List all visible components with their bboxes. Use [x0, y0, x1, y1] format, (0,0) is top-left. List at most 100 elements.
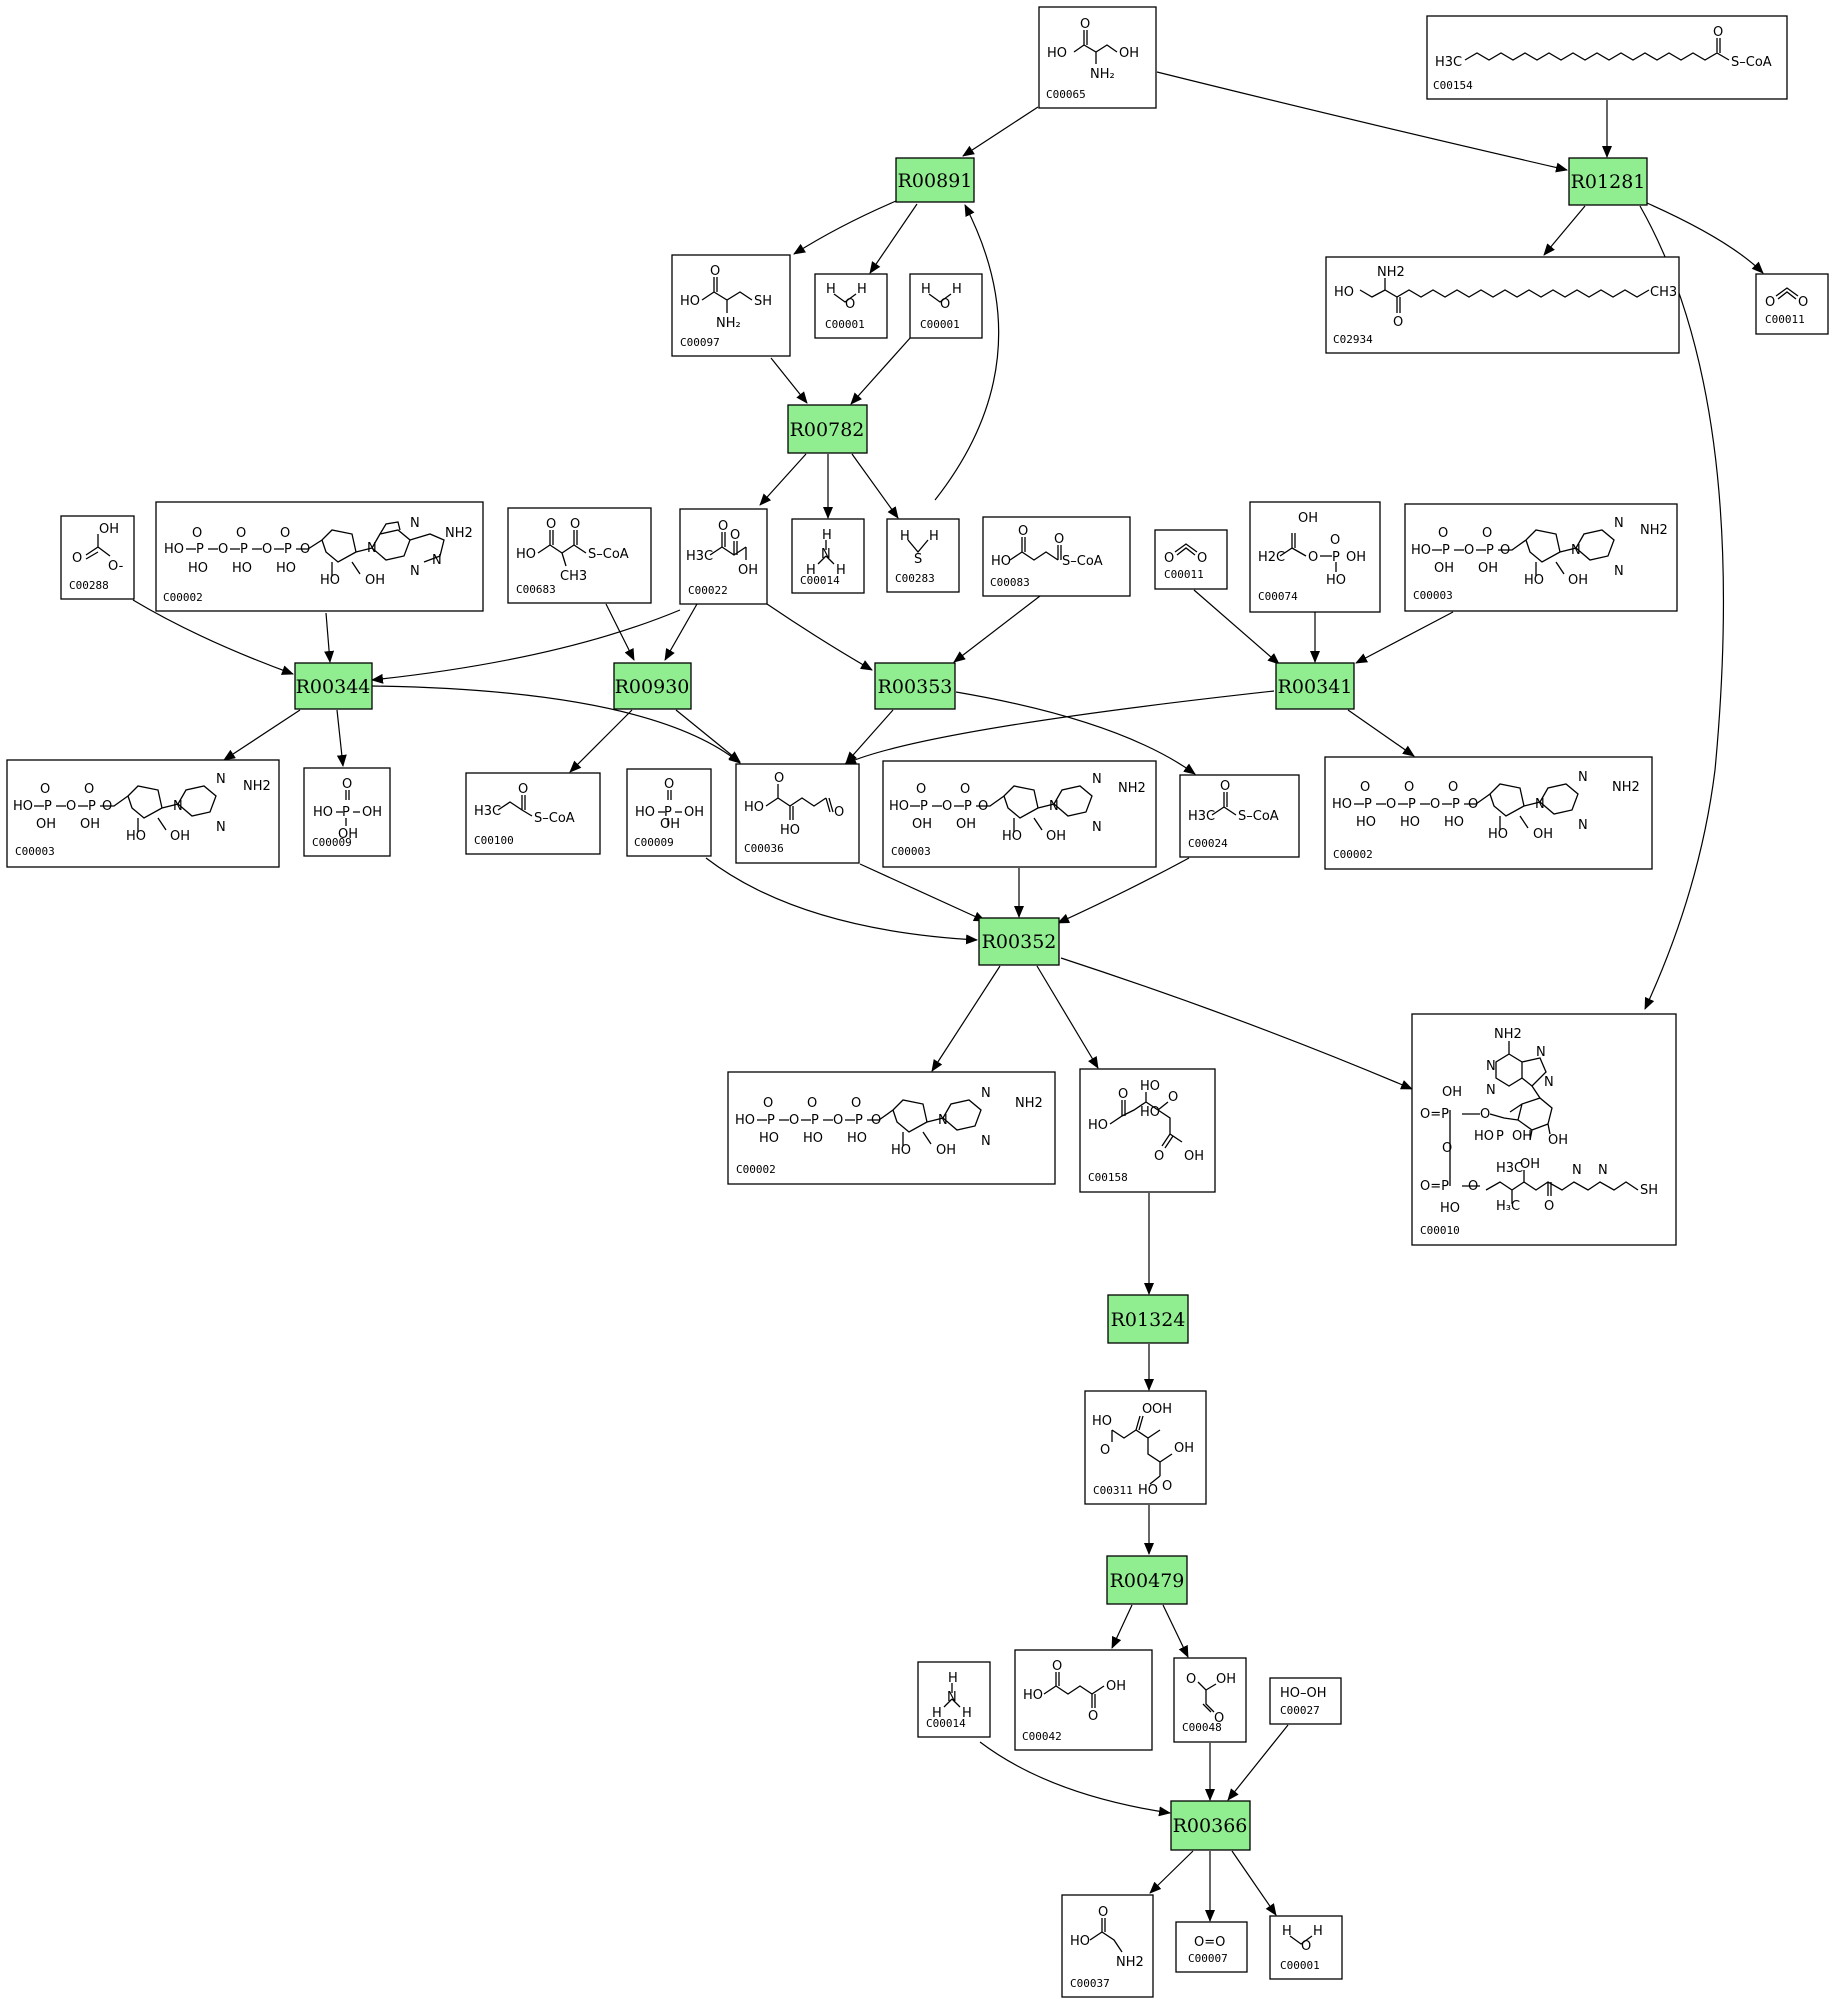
compound-c00158[interactable]: HO O HO O HO O OH C00158: [1079, 1068, 1216, 1193]
reaction-r01324[interactable]: R01324: [1107, 1294, 1189, 1344]
reaction-r00341[interactable]: R00341: [1275, 662, 1355, 710]
compound-c00042[interactable]: HO O OH O C00042: [1014, 1649, 1153, 1751]
svg-text:P: P: [664, 805, 672, 820]
structure: OH H2C O P OH O HO: [1258, 511, 1366, 588]
compound-c00024[interactable]: H3C O S–CoA C00024: [1179, 774, 1300, 858]
svg-text:N: N: [981, 1134, 991, 1149]
reaction-label: R00891: [898, 170, 973, 192]
compound-c00009-a[interactable]: O HO P OH OH C00009: [303, 767, 391, 857]
edge-c00083-r00353: [953, 595, 1041, 663]
structure: O HO P OH OH: [635, 777, 704, 832]
svg-text:O=O: O=O: [1194, 1935, 1225, 1950]
svg-text:HO: HO: [1524, 573, 1544, 588]
compound-c00683[interactable]: HO O O S–CoA CH3 C00683: [507, 507, 652, 604]
reaction-r00344[interactable]: R00344: [294, 662, 373, 710]
compound-c00083[interactable]: HO O O S–CoA C00083: [982, 516, 1131, 597]
reaction-r00366[interactable]: R00366: [1170, 1800, 1251, 1851]
compound-c00154[interactable]: H3C S–CoA O C00154: [1426, 15, 1788, 100]
compound-c00288[interactable]: OH O O- C00288: [60, 515, 135, 600]
svg-text:O: O: [1054, 532, 1064, 547]
compound-id: C00042: [1022, 1730, 1062, 1743]
svg-text:HO: HO: [126, 829, 146, 844]
svg-text:O: O: [1442, 1141, 1452, 1156]
edge-c00683-r00930: [605, 603, 635, 661]
compound-id: C00154: [1433, 79, 1473, 92]
compound-c00283[interactable]: H S H C00283: [886, 518, 960, 593]
structure: H3C O O OH: [686, 519, 758, 578]
edge-r00352-c00158: [1036, 965, 1099, 1069]
svg-text:NH2: NH2: [1640, 523, 1668, 538]
compound-c00014-a[interactable]: H N H H C00014: [791, 518, 865, 594]
reaction-r00352[interactable]: R00352: [978, 917, 1060, 966]
compound-c00036[interactable]: HO O HO O C00036: [735, 763, 860, 864]
svg-text:S–CoA: S–CoA: [1238, 809, 1279, 824]
compound-c00022[interactable]: H3C O O OH C00022: [679, 508, 768, 605]
compound-id: C00283: [895, 572, 935, 585]
svg-text:H3C: H3C: [1435, 55, 1462, 70]
compound-c00007[interactable]: O=O C00007: [1175, 1921, 1248, 1973]
edge-c00024-r00352: [1057, 857, 1190, 924]
svg-text:HO: HO: [1356, 815, 1376, 830]
reaction-label: R00479: [1110, 1570, 1185, 1592]
svg-text:HO: HO: [1138, 1483, 1158, 1498]
reaction-r00782[interactable]: R00782: [787, 404, 868, 454]
compound-c00048[interactable]: O OH O C00048: [1173, 1657, 1247, 1743]
compound-c00001-c[interactable]: H O H C00001: [1269, 1915, 1343, 1980]
svg-text:OH: OH: [956, 817, 976, 832]
compound-id: C00024: [1188, 837, 1228, 850]
svg-text:OH: OH: [738, 563, 758, 578]
svg-text:SH: SH: [1640, 1183, 1658, 1198]
compound-c00001-b[interactable]: H O H C00001: [909, 273, 983, 339]
svg-text:O: O: [546, 517, 556, 532]
svg-text:HO: HO: [735, 1113, 755, 1128]
compound-c00074[interactable]: OH H2C O P OH O HO C00074: [1249, 501, 1381, 613]
svg-text:HO: HO: [780, 823, 800, 838]
compound-c02934[interactable]: NH2 HO O CH3 C02934: [1325, 256, 1680, 354]
structure: HO O O S–CoA CH3: [516, 517, 629, 584]
compound-c00100[interactable]: H3C O S–CoA C00100: [465, 772, 601, 855]
compound-c00027[interactable]: HO–OH C00027: [1269, 1677, 1342, 1725]
reaction-r00891[interactable]: R00891: [895, 157, 975, 203]
svg-text:S–CoA: S–CoA: [588, 547, 629, 562]
compound-c00009-b[interactable]: O HO P OH OH C00009: [626, 768, 712, 857]
edge-c00065-r00891: [962, 106, 1039, 157]
reaction-r01281[interactable]: R01281: [1568, 157, 1648, 206]
svg-text:O: O: [570, 517, 580, 532]
svg-text:HO: HO: [1088, 1118, 1108, 1133]
svg-text:HO: HO: [1002, 829, 1022, 844]
compound-c00014-b[interactable]: H N H H C00014: [917, 1661, 991, 1738]
edge-c00022-r00344: [371, 609, 681, 684]
edge-r00352-c00002: [931, 965, 1001, 1072]
svg-text:HO: HO: [516, 547, 536, 562]
reaction-r00930[interactable]: R00930: [613, 662, 692, 710]
edge-r01281-c00010: [1639, 205, 1725, 1010]
reaction-r00479[interactable]: R00479: [1106, 1555, 1188, 1605]
svg-text:N: N: [1544, 1075, 1554, 1090]
reaction-r00353[interactable]: R00353: [874, 662, 956, 710]
compound-c00097[interactable]: HO O SH NH₂ C00097: [671, 254, 791, 357]
svg-text:O: O: [1088, 1709, 1098, 1724]
compound-c00001-a[interactable]: H O H C00001: [814, 273, 888, 339]
compound-c00011-b[interactable]: O O C00011: [1154, 529, 1228, 590]
svg-text:OH: OH: [1184, 1149, 1204, 1164]
svg-text:NH2: NH2: [1494, 1027, 1522, 1042]
svg-text:O: O: [518, 782, 528, 797]
svg-text:HO: HO: [759, 1131, 779, 1146]
compound-c00011-a[interactable]: O O C00011: [1755, 273, 1829, 335]
svg-text:O: O: [1468, 1179, 1478, 1194]
svg-text:HO: HO: [1023, 1688, 1043, 1703]
svg-text:SH: SH: [754, 294, 772, 309]
compound-c00037[interactable]: HO O NH2 C00037: [1061, 1894, 1154, 1998]
structure: HO–OH: [1280, 1686, 1327, 1701]
